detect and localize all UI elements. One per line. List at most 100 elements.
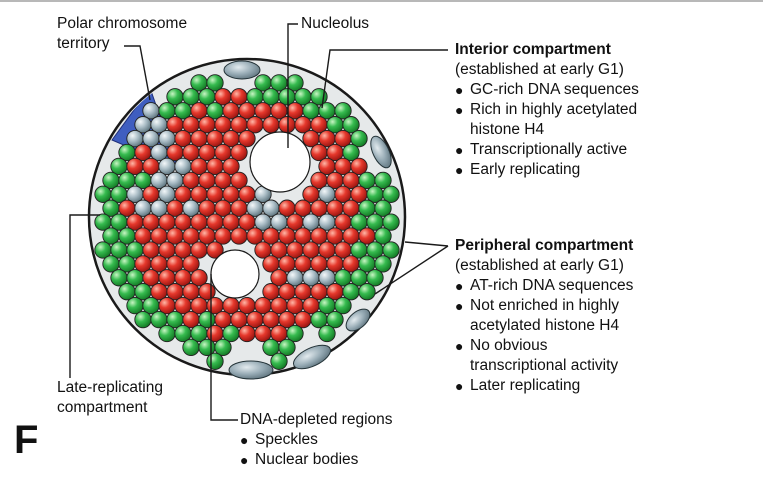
chromatin-focus xyxy=(318,324,336,343)
figure-letter: F xyxy=(14,418,39,462)
leader-interior xyxy=(321,49,448,109)
nuclear-body xyxy=(223,60,261,80)
chromatin-focus xyxy=(182,338,200,357)
item-line: Rich in highly acetylated xyxy=(470,101,638,118)
chromatin-focus xyxy=(278,338,296,357)
nucleolus-label: Nucleolus xyxy=(301,15,370,32)
chromatin-focus xyxy=(342,143,360,162)
item-text: Rich in highly acetylated histone H4 xyxy=(470,100,637,140)
bullet-icon: ● xyxy=(455,278,464,294)
list-item: ● Transcriptionally active xyxy=(455,140,639,160)
chromatin-focus xyxy=(222,157,240,176)
list-item: ●Nuclear bodies xyxy=(240,450,393,470)
chromatin-focus xyxy=(230,143,248,162)
item-text: Transcriptionally active xyxy=(470,141,628,158)
polar-territory-label: Polar chromosome territory xyxy=(57,14,187,54)
leader-nucleolus xyxy=(287,23,298,148)
chromatin-foci xyxy=(94,74,400,370)
nucleolus-1 xyxy=(249,131,311,193)
chromatin-focus xyxy=(382,185,400,203)
item-text: AT-rich DNA sequences xyxy=(470,277,634,294)
chromatin-focus xyxy=(214,338,232,357)
late-replicating-label: Late-replicating compartment xyxy=(57,378,163,418)
item-text: Not enriched in highly acetylated histone… xyxy=(470,296,619,336)
leader-lines xyxy=(69,23,449,421)
bullet-icon: ● xyxy=(455,102,464,118)
chromatin-focus xyxy=(366,269,384,287)
chromatin-focus xyxy=(374,255,392,273)
chromatin-focus xyxy=(342,116,360,134)
bullet-icon: ● xyxy=(455,162,464,178)
chromatin-focus xyxy=(350,157,368,176)
item-line: acetylated histone H4 xyxy=(470,317,620,334)
chromatin-focus xyxy=(382,241,400,259)
chromatin-focus xyxy=(350,129,368,148)
chromatin-focus xyxy=(374,171,392,190)
dna-depleted-list: ●Speckles ●Nuclear bodies xyxy=(240,430,393,470)
list-item: ● Early replicating xyxy=(455,160,639,180)
polar-territory-line-1: Polar chromosome xyxy=(57,15,188,32)
item-text: GC-rich DNA sequences xyxy=(470,81,639,98)
chromatin-focus xyxy=(134,310,152,329)
late-replicating-line-2: compartment xyxy=(57,399,148,416)
chromatin-focus xyxy=(286,74,304,92)
list-item: ● GC-rich DNA sequences xyxy=(455,80,639,100)
chromatin-focus xyxy=(374,227,392,245)
item-line: histone H4 xyxy=(470,121,545,138)
chromatin-focus xyxy=(158,324,176,343)
chromatin-focus xyxy=(286,324,304,343)
peripheral-list: ● AT-rich DNA sequences ● Not enriched in … xyxy=(455,276,633,396)
leader-polar xyxy=(124,45,151,101)
chromatin-focus xyxy=(262,116,280,134)
chromatin-focus xyxy=(230,227,248,245)
nuclear-bodies xyxy=(223,60,392,380)
nuclear-body xyxy=(370,135,392,169)
item-text: Early replicating xyxy=(470,161,581,178)
peripheral-compartment-block: Peripheral compartment (established at e… xyxy=(455,236,633,396)
chromatin-focus xyxy=(270,352,288,370)
nuclear-body xyxy=(228,360,274,380)
interior-compartment-block: Interior compartment (established at ear… xyxy=(455,40,639,180)
bullet-icon: ● xyxy=(240,432,249,448)
interior-title: Interior compartment xyxy=(455,41,611,58)
leader-late-replicating xyxy=(69,214,100,378)
interior-subtitle: (established at early G1) xyxy=(455,61,624,78)
late-replicating-line-1: Late-replicating xyxy=(57,379,163,396)
bullet-icon: ● xyxy=(455,378,464,394)
nuclear-body xyxy=(292,344,332,370)
chromatin-focus xyxy=(206,241,224,259)
interior-list: ● GC-rich DNA sequences ● Rich in highly a… xyxy=(455,80,639,180)
polar-territory-line-2: territory xyxy=(57,35,110,52)
chromatin-focus xyxy=(334,102,352,120)
item-line: transcriptional activity xyxy=(470,357,619,374)
bullet-icon: ● xyxy=(455,82,464,98)
leader-peripheral-2 xyxy=(374,245,449,295)
chromatin-focus xyxy=(358,283,376,301)
chromatin-focus xyxy=(326,310,344,329)
leader-peripheral-1 xyxy=(404,241,449,247)
chromatin-focus xyxy=(206,74,224,92)
nuclear-body xyxy=(345,308,371,332)
item-text: Later replicating xyxy=(470,377,581,394)
bullet-icon: ● xyxy=(455,298,464,314)
bullet-icon: ● xyxy=(240,452,249,468)
chromatin-focus xyxy=(238,129,256,148)
chromatin-focus xyxy=(382,213,400,231)
chromatin-focus xyxy=(206,352,224,370)
list-item: ● Not enriched in highly acetylated histon… xyxy=(455,296,633,336)
chromatin-focus xyxy=(278,116,296,134)
peripheral-subtitle: (established at early G1) xyxy=(455,257,624,274)
chromatin-focus xyxy=(238,324,256,343)
chromatin-focus xyxy=(374,199,392,217)
list-item: ●Speckles xyxy=(240,430,393,450)
list-item: ● Rich in highly acetylated histone H4 xyxy=(455,100,639,140)
list-item: ● Later replicating xyxy=(455,376,633,396)
list-item: ● AT-rich DNA sequences xyxy=(455,276,633,296)
bullet-icon: ● xyxy=(455,142,464,158)
chromatin-focus xyxy=(334,296,352,315)
item-line: Not enriched in highly xyxy=(470,297,620,314)
